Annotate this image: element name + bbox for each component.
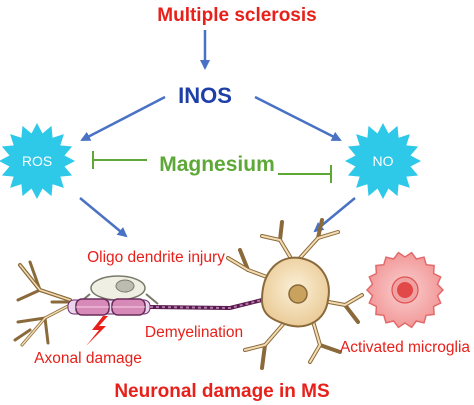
no-label: NO <box>373 153 394 169</box>
oligo-dendrite-injury-label: Oligo dendrite injury <box>87 249 225 266</box>
left-dendrite-fill <box>19 264 71 346</box>
arrow-inos-to-ros <box>80 95 166 142</box>
axonal-damage-label: Axonal damage <box>34 350 142 367</box>
ros-star-shape <box>0 123 75 199</box>
inos-label: INOS <box>178 83 232 108</box>
myelin-segment-2 <box>111 298 146 316</box>
magnesium-inhibits-no <box>278 165 332 183</box>
no-star-shape <box>345 123 421 199</box>
neuron-soma <box>260 256 330 328</box>
left-dendrite-terminal <box>13 260 72 347</box>
ros-label: ROS <box>22 153 52 169</box>
arrow-inos-to-no <box>254 95 342 142</box>
neuronal-damage-title: Neuronal damage in MS <box>114 381 329 402</box>
title-multiple-sclerosis: Multiple sclerosis <box>157 5 316 26</box>
neuron-dendrites-fill <box>227 231 363 363</box>
lightning-bolt-icon <box>86 316 108 346</box>
myelin-segment-1 <box>75 298 110 316</box>
activated-microglia-cell <box>365 251 445 329</box>
activated-microglia-label: Activated microglia <box>340 339 470 356</box>
magnesium-label: Magnesium <box>159 153 275 176</box>
arrow-ros-to-neuron <box>79 197 128 238</box>
demyelination-label: Demyelination <box>145 324 243 341</box>
magnesium-inhibits-ros <box>92 151 147 169</box>
